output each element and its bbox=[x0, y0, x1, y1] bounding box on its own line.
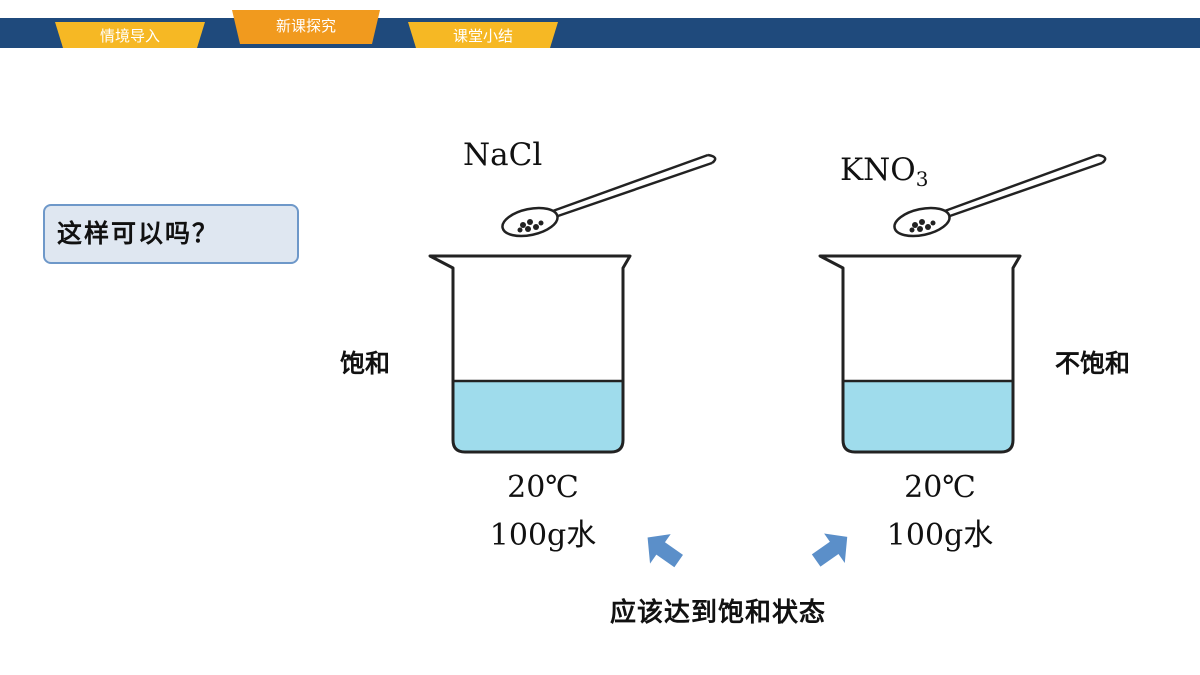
tab-background bbox=[408, 22, 558, 48]
tab-summary[interactable]: 课堂小结 bbox=[408, 22, 558, 48]
tab-background bbox=[232, 10, 380, 44]
right-solute-label: KNO3 bbox=[840, 152, 928, 191]
left-water-amount: 100g水 bbox=[489, 518, 597, 553]
tab-label: 新课探究 bbox=[275, 17, 336, 35]
left-solute-label: NaCl bbox=[463, 137, 543, 173]
conclusion-text: 应该达到饱和状态 bbox=[610, 598, 827, 628]
right-temperature: 20℃ bbox=[904, 470, 976, 505]
right-state-label: 不饱和 bbox=[1055, 349, 1131, 378]
right-solute-subscript: 3 bbox=[915, 167, 929, 191]
spoon-icon bbox=[893, 153, 1107, 238]
question-box: 这样可以吗？ bbox=[43, 204, 299, 264]
tab-scenario-intro[interactable]: 情境导入 bbox=[55, 22, 205, 48]
tab-new-lesson[interactable]: 新课探究 bbox=[232, 10, 380, 44]
left-state-label: 饱和 bbox=[340, 349, 391, 378]
left-temperature: 20℃ bbox=[507, 470, 579, 505]
arrow-icon bbox=[647, 534, 683, 568]
tab-background bbox=[55, 22, 205, 48]
beaker-icon bbox=[428, 254, 632, 454]
arrow-icon bbox=[811, 533, 848, 567]
right-solute-main: KNO bbox=[840, 152, 916, 188]
spoon-icon bbox=[501, 153, 717, 238]
tab-label: 情境导入 bbox=[99, 27, 160, 45]
right-water-amount: 100g水 bbox=[886, 518, 994, 553]
beaker-icon bbox=[818, 254, 1022, 454]
tab-label: 课堂小结 bbox=[452, 27, 513, 45]
